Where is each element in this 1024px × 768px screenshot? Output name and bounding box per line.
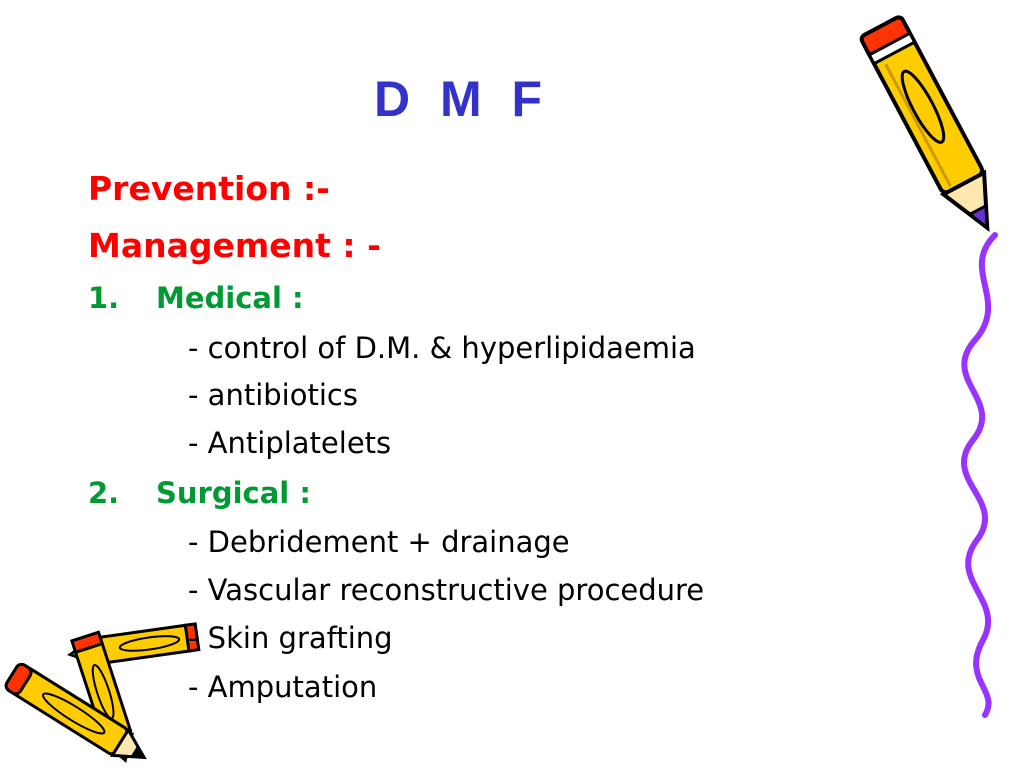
section-medical-heading: 1. Medical : <box>88 284 304 313</box>
list-item: - Antiplatelets <box>188 426 392 460</box>
slide-title: D M F <box>373 71 551 127</box>
list-item: - antibiotics <box>188 378 358 412</box>
squiggle-line-icon <box>961 232 998 718</box>
section-title: Surgical : <box>156 476 311 510</box>
list-item: - Amputation <box>188 670 378 704</box>
list-item: - Vascular reconstructive procedure <box>188 573 705 607</box>
section-title: Medical : <box>156 281 304 315</box>
pencils-clipart-icon <box>4 622 201 763</box>
section-number: 1. <box>88 281 120 315</box>
list-item: - control of D.M. & hyperlipidaemia <box>188 331 696 365</box>
list-item: - Skin grafting <box>188 621 393 655</box>
section-surgical-heading: 2. Surgical : <box>88 479 311 508</box>
management-heading: Management : - <box>88 226 381 265</box>
list-item: - Debridement + drainage <box>188 525 570 559</box>
section-number: 2. <box>88 476 120 510</box>
prevention-heading: Prevention :- <box>88 169 330 208</box>
